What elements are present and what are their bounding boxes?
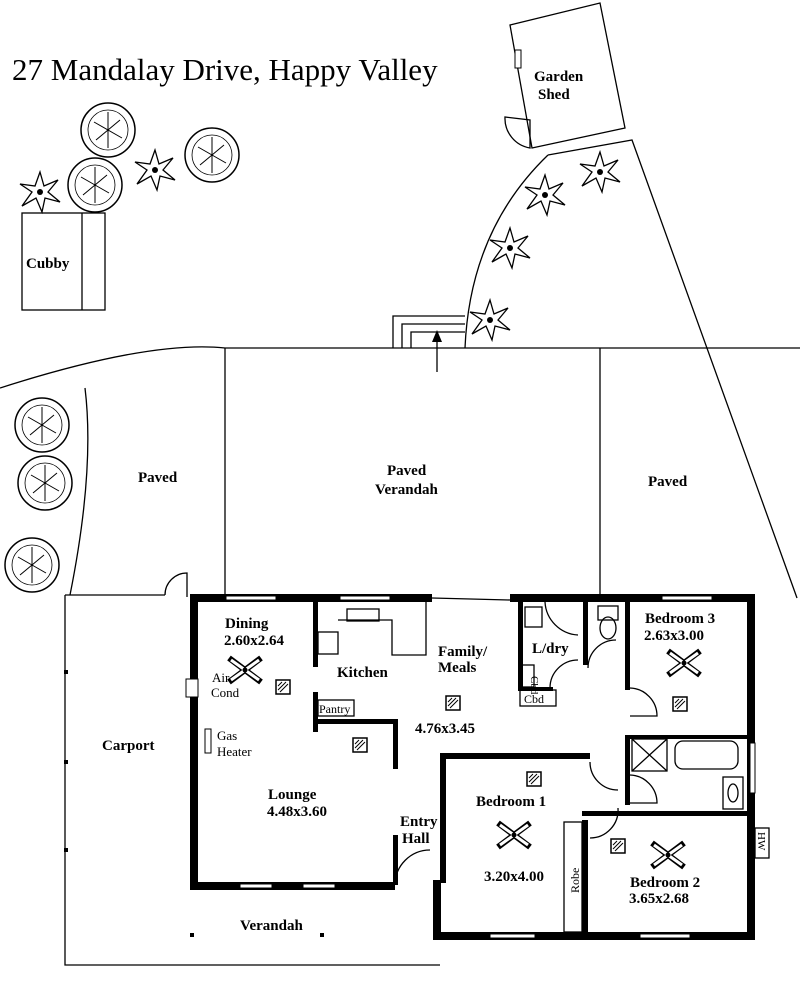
vent-icon [526, 771, 542, 787]
vent-icon [275, 679, 291, 695]
ceiling-fan-icon [652, 843, 684, 867]
steps [392, 315, 465, 372]
svg-text:Cubby: Cubby [26, 256, 70, 272]
ceiling-fan-icon [498, 823, 530, 847]
svg-text:Carport: Carport [102, 738, 155, 754]
svg-text:Garden: Garden [534, 69, 584, 85]
svg-text:HW: HW [755, 832, 767, 851]
fence [547, 139, 798, 599]
vent-icon [610, 838, 626, 854]
svg-text:Paved: Paved [387, 463, 427, 479]
vent-icon [352, 737, 368, 753]
svg-text:Gas: Gas [217, 728, 237, 743]
label-paved-right: Paved [648, 474, 688, 490]
garden-shed: Garden Shed [504, 2, 626, 149]
svg-text:Entry: Entry [400, 814, 438, 830]
svg-text:Heater: Heater [217, 744, 252, 759]
vent-icon [445, 695, 461, 711]
svg-text:Bedroom 2: Bedroom 2 [630, 875, 700, 891]
svg-text:Bedroom 3: Bedroom 3 [645, 611, 715, 627]
svg-text:Verandah: Verandah [375, 482, 438, 498]
svg-text:L/dry: L/dry [532, 641, 569, 657]
boundary [0, 346, 800, 389]
svg-text:Cond: Cond [211, 685, 240, 700]
svg-text:3.20x4.00: 3.20x4.00 [484, 869, 544, 885]
svg-text:2.63x3.00: 2.63x3.00 [644, 628, 704, 644]
room-labels: Dining 2.60x2.64 Kitchen Family/ Meals 4… [211, 611, 767, 907]
page-title: 27 Mandalay Drive, Happy Valley [12, 52, 438, 87]
ceiling-fan-icon [229, 658, 261, 682]
svg-text:Bedroom 1: Bedroom 1 [476, 794, 546, 810]
svg-text:Cbd: Cbd [528, 676, 540, 695]
svg-text:Family/: Family/ [438, 644, 488, 660]
doors [394, 601, 658, 886]
svg-text:Lounge: Lounge [268, 787, 317, 803]
fixtures [317, 602, 770, 933]
svg-text:2.60x2.64: 2.60x2.64 [224, 633, 285, 649]
garden-edge [464, 154, 549, 349]
svg-text:Pantry: Pantry [319, 702, 350, 716]
carport: Carport Verandah [64, 572, 440, 966]
cubby: Cubby [21, 212, 106, 311]
svg-text:Cbd: Cbd [524, 692, 544, 706]
svg-text:4.48x3.60: 4.48x3.60 [267, 804, 327, 820]
house-walls [185, 594, 756, 940]
svg-text:Meals: Meals [438, 660, 476, 676]
svg-text:Verandah: Verandah [240, 918, 303, 934]
vent-icon [672, 696, 688, 712]
svg-text:3.65x2.68: 3.65x2.68 [629, 891, 689, 907]
ceiling-fan-icon [668, 651, 700, 675]
svg-text:Air: Air [212, 670, 230, 685]
svg-text:Robe: Robe [568, 868, 582, 893]
svg-text:Kitchen: Kitchen [337, 665, 388, 681]
label-paved-left: Paved [138, 470, 178, 486]
svg-text:Hall: Hall [402, 831, 430, 847]
svg-text:Dining: Dining [225, 616, 269, 632]
svg-text:4.76x3.45: 4.76x3.45 [415, 721, 475, 737]
svg-text:Shed: Shed [538, 87, 570, 103]
